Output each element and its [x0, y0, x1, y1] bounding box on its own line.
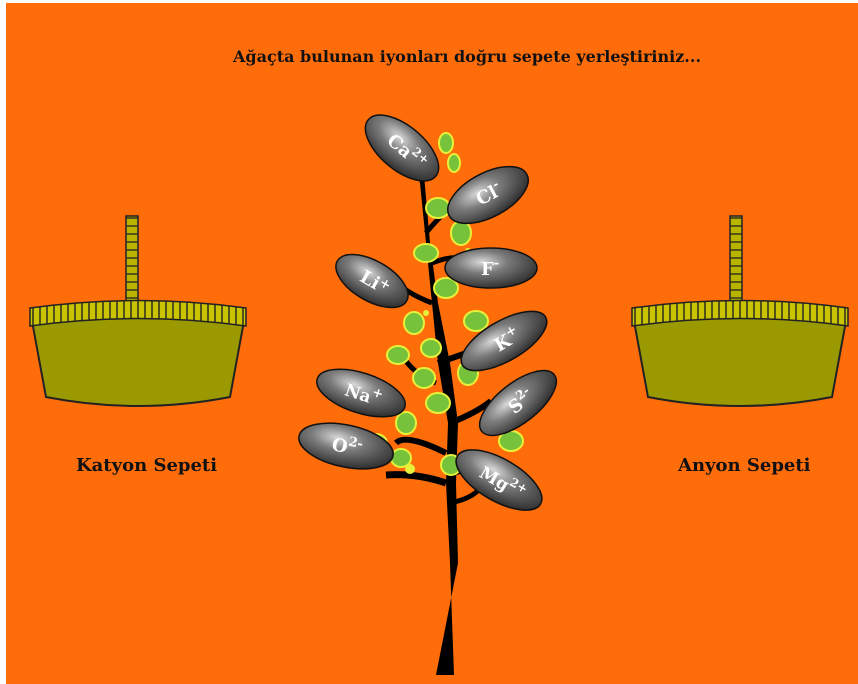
instruction-text: Ağaçta bulunan iyonları doğru sepete yer…	[233, 47, 773, 66]
ion-f[interactable]: F-	[445, 248, 537, 288]
game-stage: Ca2+ Cl- Li+ F- K+ Na+	[6, 3, 858, 684]
anion-basket-label: Anyon Sepeti	[678, 455, 811, 476]
cation-basket-label: Katyon Sepeti	[76, 455, 217, 476]
scene-svg: Ca2+ Cl- Li+ F- K+ Na+	[6, 3, 858, 684]
